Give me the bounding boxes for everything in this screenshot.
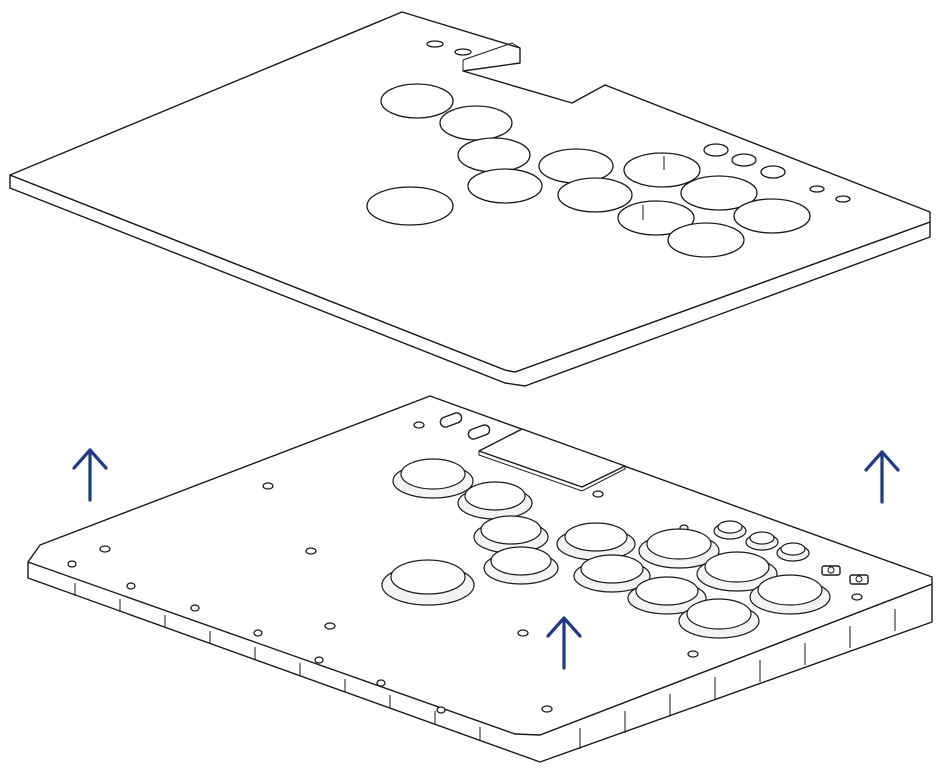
button-hole (623, 152, 701, 188)
slot-hole (454, 48, 472, 56)
base-panel (27, 395, 933, 763)
button-hole (617, 200, 695, 236)
lift-arrow-right (864, 450, 900, 504)
button-hole (680, 175, 758, 211)
button-hole (733, 198, 811, 234)
small-button-hole (760, 165, 786, 179)
display-window-bevel (478, 451, 626, 492)
small-button-hole (703, 143, 729, 157)
arcade-buttons (381, 458, 831, 639)
lift-arrow-left (72, 448, 108, 502)
small-button-hole (731, 153, 757, 167)
slot-hole (835, 195, 851, 203)
slot-hole (809, 185, 825, 193)
lift-arrow-center (546, 616, 582, 670)
button-hole (380, 83, 454, 119)
base-wall-segments (74, 583, 896, 749)
button-hole (366, 186, 454, 226)
tab-slot (439, 412, 463, 428)
toggle-switches (821, 565, 869, 585)
slot-hole (426, 40, 444, 48)
button-hole (667, 222, 745, 258)
button-hole (457, 137, 531, 173)
button-hole (439, 105, 513, 141)
button-hole (467, 168, 543, 204)
small-buttons (713, 520, 810, 562)
tab-slot (467, 424, 491, 440)
button-hole (557, 177, 633, 213)
lift-arrows (72, 448, 900, 670)
base-top-face (27, 395, 933, 736)
top-panel (9, 11, 931, 387)
screw-holes (67, 421, 863, 714)
top-panel-bracket (462, 42, 521, 71)
